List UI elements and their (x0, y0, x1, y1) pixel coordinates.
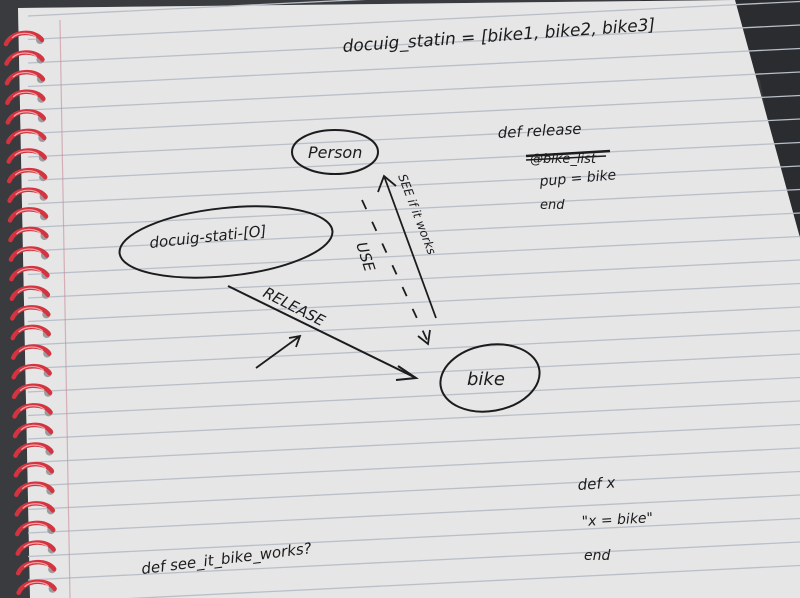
spiral-highlight (12, 71, 38, 78)
ruled-line (27, 259, 800, 299)
notebook-page (18, 0, 800, 598)
bike-node-label: bike (467, 369, 505, 390)
spiral-highlight (18, 326, 44, 333)
ruled-line (27, 141, 800, 182)
spiral-highlight (12, 91, 38, 98)
spiral-highlight (13, 111, 39, 117)
ruled-line (27, 212, 800, 252)
ruled-lines (27, 0, 800, 598)
margin-line (59, 19, 71, 598)
spiral-highlight (17, 307, 43, 313)
spiral-binding (3, 30, 57, 596)
release-def-line: def release (497, 120, 582, 142)
ruled-line (27, 0, 800, 41)
second-def-line: def x (577, 473, 616, 494)
spiral-highlight (16, 228, 41, 235)
spiral-highlight (22, 503, 48, 509)
ruled-line (27, 423, 800, 464)
ruled-line (27, 494, 800, 534)
spiral-highlight (20, 405, 45, 411)
ruled-line (27, 353, 800, 393)
spiral-highlight (14, 169, 40, 176)
ruled-line (27, 517, 800, 558)
ruled-line (27, 400, 800, 440)
spiral-highlight (19, 365, 45, 372)
spiral-highlight (12, 52, 37, 59)
strikethrough-mark (525, 149, 611, 158)
person-node-label: Person (308, 143, 362, 162)
spiral-highlight (16, 248, 42, 255)
ruled-line (27, 282, 800, 323)
spiral-highlight (17, 287, 43, 294)
spiral-highlight (15, 189, 40, 196)
release-pointer-line (255, 335, 301, 369)
spiral-highlight (20, 424, 46, 431)
ruled-line (126, 564, 800, 598)
docking-station-node-outline (118, 205, 334, 279)
spiral-highlight (23, 542, 49, 549)
ruled-line (27, 306, 800, 346)
ruled-line (27, 118, 800, 158)
spiral-highlight (22, 522, 48, 529)
spiral-highlight (11, 32, 37, 39)
ruled-line (27, 470, 800, 511)
see-if-works-arrow-head (377, 174, 397, 193)
ruled-line (27, 329, 800, 370)
spiral-highlight (24, 581, 49, 588)
spiral-highlight (21, 483, 47, 490)
spiral-highlight (13, 130, 39, 137)
ruled-line (27, 71, 800, 111)
spiral-highlight (21, 444, 46, 451)
use-arrow-line (361, 199, 429, 343)
spiral-highlight (15, 209, 41, 215)
second-end-line: end (584, 548, 610, 564)
ruled-line (27, 0, 367, 17)
ruled-line (27, 376, 800, 417)
use-arrow-head (417, 329, 431, 346)
spiral-highlight (18, 346, 44, 353)
release-body-line: pup = bike (538, 167, 617, 190)
spiral-highlight (14, 150, 40, 157)
ruled-line (27, 188, 800, 229)
release-arrow-line (227, 285, 417, 379)
ruled-line (27, 47, 800, 88)
spiral-highlight (23, 561, 49, 568)
ruled-line (27, 447, 800, 487)
person-node-outline (291, 129, 379, 175)
second-body-line: "x = bike" (581, 510, 653, 530)
ruled-line (27, 24, 800, 64)
ruled-line (27, 541, 800, 581)
notebook-cover (640, 0, 800, 300)
page-shading (18, 0, 800, 598)
strikethrough-mark-2 (525, 155, 607, 161)
release-pointer-head (288, 334, 302, 348)
see-if-works-arrow-line (383, 175, 437, 319)
spiral-highlight (19, 385, 45, 392)
spiral-highlight (16, 267, 42, 274)
release-arrow-head (395, 365, 419, 381)
spiral-highlight (21, 463, 47, 470)
bike-node-outline (439, 343, 541, 413)
release-end-line: end (540, 198, 565, 213)
ruled-line (27, 165, 800, 205)
ruled-line (27, 94, 800, 135)
